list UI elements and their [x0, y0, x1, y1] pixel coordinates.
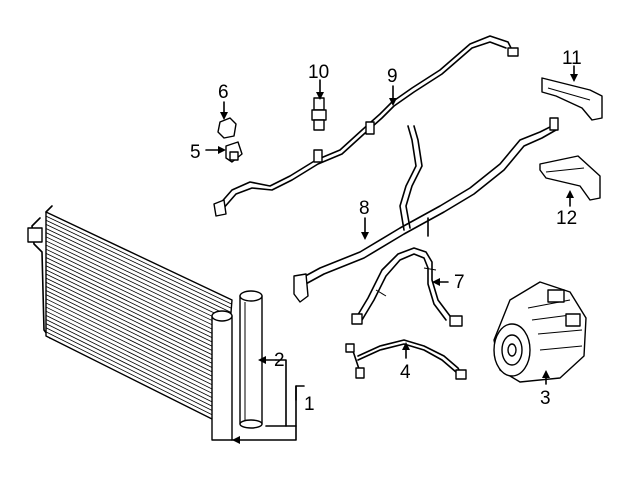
condenser-fin [45, 240, 230, 330]
condenser-fin [45, 228, 231, 317]
callout-10: 10 [308, 62, 329, 83]
condenser-fin [45, 236, 231, 326]
callout-8: 8 [359, 198, 370, 219]
callout-2: 2 [274, 350, 285, 371]
condenser-fin [45, 286, 227, 375]
pressure-line-9 [213, 35, 519, 217]
suction-line-8 [293, 117, 559, 303]
callout-12: 12 [556, 208, 577, 229]
service-cap [217, 117, 237, 139]
condenser-fin [45, 215, 232, 305]
callout-7: 7 [454, 272, 465, 293]
condenser-fin [45, 265, 228, 355]
condenser-fin [45, 261, 229, 350]
callout-6: 6 [218, 82, 229, 103]
condenser-fin [45, 306, 225, 396]
condenser-fin [45, 281, 227, 371]
bracket-12 [539, 155, 601, 201]
callout-3: 3 [540, 388, 551, 409]
callout-5: 5 [190, 142, 201, 163]
callout-1: 1 [304, 394, 315, 415]
condenser-fin [45, 248, 230, 338]
condenser-fin [45, 232, 231, 322]
condenser-fin [45, 277, 227, 367]
bracket-11 [541, 77, 603, 121]
callout-4: 4 [400, 362, 411, 383]
condenser-fin [45, 219, 232, 309]
receiver-drier [239, 290, 263, 429]
condenser [27, 205, 233, 441]
condenser-fin [45, 319, 224, 408]
condenser-fin [45, 244, 230, 334]
condenser-fin [45, 273, 228, 363]
condenser-fin [45, 257, 229, 346]
condenser-fin [45, 294, 226, 384]
condenser-fin [45, 323, 224, 412]
condenser-fin [45, 269, 228, 359]
compressor [493, 281, 587, 383]
hose-4 [345, 339, 467, 380]
condenser-fin [45, 298, 226, 388]
condenser-fin [45, 310, 225, 400]
pressure-switch [311, 97, 327, 131]
condenser-fin [45, 302, 225, 392]
condenser-fins [45, 215, 232, 421]
pressure-sensor [225, 141, 243, 163]
condenser-fin [45, 252, 229, 342]
leader-arrowheads [218, 74, 578, 444]
hose-7 [351, 247, 463, 327]
condenser-fin [45, 224, 232, 313]
condenser-fin [45, 331, 223, 421]
condenser-fin [45, 327, 223, 417]
condenser-fin [45, 314, 224, 404]
callout-11: 11 [562, 48, 582, 69]
callout-9: 9 [387, 66, 398, 87]
condenser-fin [45, 290, 226, 379]
